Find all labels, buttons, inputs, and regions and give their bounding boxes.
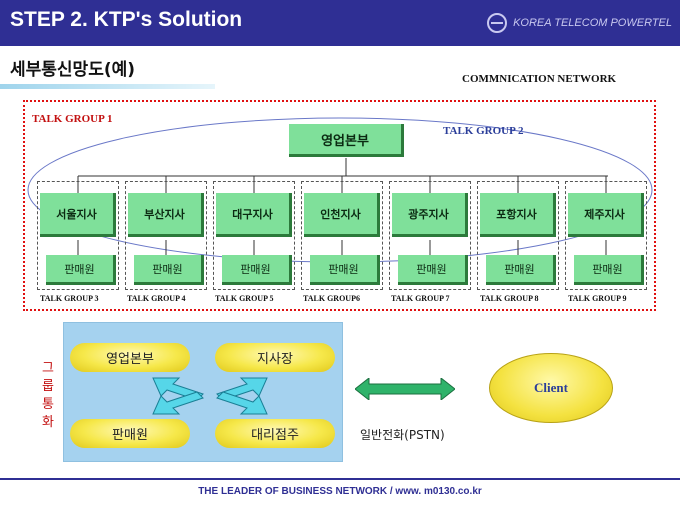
agency-owner-pill: 대리점주	[215, 419, 335, 448]
talk-group-label: TALK GROUP 7	[391, 294, 450, 303]
branch-column	[37, 181, 119, 290]
pstn-label: 일반전화(PSTN)	[360, 428, 445, 442]
branch-column	[125, 181, 207, 290]
branch-column	[477, 181, 559, 290]
header-bar	[0, 0, 680, 46]
subtitle: 세부통신망도(예)	[10, 60, 136, 80]
branch-node-jeju: 제주지사	[568, 193, 644, 237]
talk-group-2-label: TALK GROUP 2	[443, 125, 524, 137]
network-label: COMMNICATION NETWORK	[462, 73, 617, 85]
branch-column	[301, 181, 383, 290]
brand: KOREA TELECOM POWERTEL	[487, 13, 672, 33]
branch-node-busan: 부산지사	[128, 193, 204, 237]
branch-node-incheon: 인천지사	[304, 193, 380, 237]
sales-node: 판매원	[486, 255, 556, 285]
group-call-char: 화	[42, 415, 54, 430]
footer-text: THE LEADER OF BUSINESS NETWORK / www. m0…	[198, 486, 482, 497]
cross-arrows-icon	[152, 377, 268, 415]
group-call-char: 룹	[42, 379, 54, 394]
sales-node: 판매원	[310, 255, 380, 285]
branch-column	[565, 181, 647, 290]
footer-divider	[0, 478, 680, 480]
talk-group-label: TALK GROUP 8	[480, 294, 539, 303]
sales-node: 판매원	[222, 255, 292, 285]
client-node: Client	[489, 353, 613, 423]
branch-column	[213, 181, 295, 290]
hq-pill: 영업본부	[70, 343, 190, 372]
talk-group-1-frame	[23, 100, 656, 311]
sales-node: 판매원	[134, 255, 204, 285]
branch-manager-pill: 지사장	[215, 343, 335, 372]
group-call-char: 통	[42, 397, 54, 412]
sales-node: 판매원	[46, 255, 116, 285]
sales-node: 판매원	[574, 255, 644, 285]
branch-column	[389, 181, 471, 290]
sales-pill: 판매원	[70, 419, 190, 448]
branch-node-gwangju: 광주지사	[392, 193, 468, 237]
brand-name: KOREA TELECOM POWERTEL	[513, 17, 672, 29]
branch-node-daegu: 대구지사	[216, 193, 292, 237]
double-arrow-icon	[355, 378, 455, 400]
talk-group-label: TALK GROUP 3	[40, 294, 99, 303]
talk-group-label: TALK GROUP 4	[127, 294, 186, 303]
page-title: STEP 2. KTP's Solution	[10, 8, 243, 31]
hq-node: 영업본부	[289, 124, 404, 157]
branch-node-pohang: 포항지사	[480, 193, 556, 237]
talk-group-label: TALK GROUP6	[303, 294, 360, 303]
subtitle-underline	[0, 84, 215, 89]
talk-group-label: TALK GROUP 5	[215, 294, 274, 303]
sales-node: 판매원	[398, 255, 468, 285]
talk-group-1-label: TALK GROUP 1	[32, 113, 113, 125]
group-call-char: 그	[42, 361, 54, 376]
branch-node-seoul: 서울지사	[40, 193, 116, 237]
talk-group-label: TALK GROUP 9	[568, 294, 627, 303]
brand-logo-icon	[487, 13, 508, 33]
